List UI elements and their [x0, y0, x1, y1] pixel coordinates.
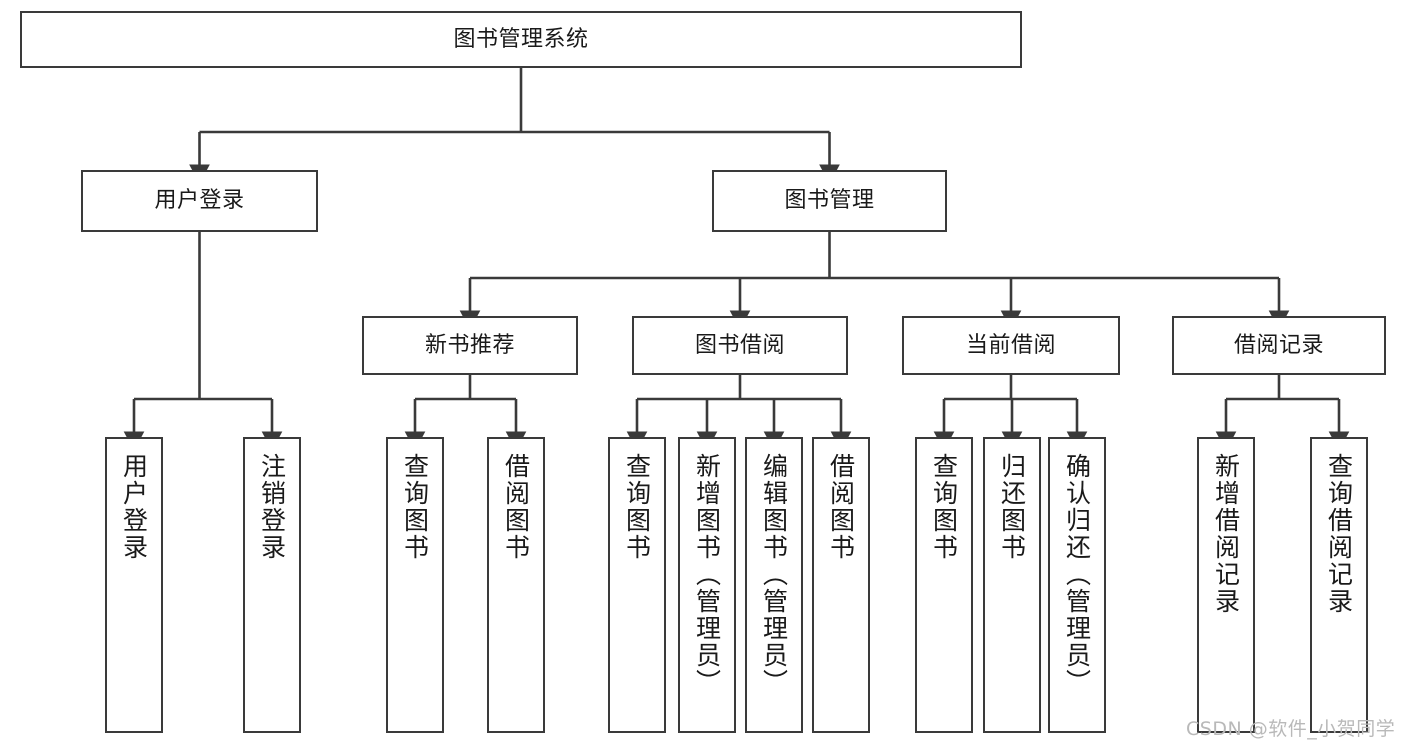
node-leaf7[interactable]: 编辑图书（管理员）: [745, 437, 803, 733]
node-leaf8[interactable]: 借阅图书: [812, 437, 870, 733]
node-label: 新增借阅记录: [1211, 453, 1241, 615]
node-leaf4[interactable]: 借阅图书: [487, 437, 545, 733]
node-label: 查询图书: [400, 453, 430, 561]
node-l2c[interactable]: 当前借阅: [902, 316, 1120, 375]
node-leaf3[interactable]: 查询图书: [386, 437, 444, 733]
node-label: 用户登录: [119, 453, 149, 561]
node-label: 当前借阅: [965, 332, 1056, 358]
node-label: 新增图书（管理员）: [692, 453, 722, 696]
node-label: 注销登录: [257, 453, 287, 561]
node-l2b[interactable]: 图书借阅: [632, 316, 848, 375]
node-leaf1[interactable]: 用户登录: [105, 437, 163, 733]
node-label: 用户登录: [154, 188, 245, 214]
node-leaf2[interactable]: 注销登录: [243, 437, 301, 733]
node-label: 借阅图书: [501, 453, 531, 561]
node-label: 图书管理系统: [453, 26, 589, 52]
node-label: 新书推荐: [424, 332, 515, 358]
node-label: 确认归还（管理员）: [1062, 453, 1092, 696]
node-leaf11[interactable]: 确认归还（管理员）: [1048, 437, 1106, 733]
node-l2d[interactable]: 借阅记录: [1172, 316, 1386, 375]
node-label: 借阅图书: [826, 453, 856, 561]
node-label: 查询图书: [622, 453, 652, 561]
node-l2a[interactable]: 新书推荐: [362, 316, 578, 375]
node-label: 查询借阅记录: [1324, 453, 1354, 615]
node-label: 借阅记录: [1233, 332, 1324, 358]
node-label: 归还图书: [997, 453, 1027, 561]
node-leaf9[interactable]: 查询图书: [915, 437, 973, 733]
node-leaf12[interactable]: 新增借阅记录: [1197, 437, 1255, 733]
node-leaf10[interactable]: 归还图书: [983, 437, 1041, 733]
node-label: 查询图书: [929, 453, 959, 561]
node-leaf5[interactable]: 查询图书: [608, 437, 666, 733]
node-label: 图书借阅: [694, 332, 785, 358]
node-root[interactable]: 图书管理系统: [20, 11, 1022, 68]
node-label: 图书管理: [784, 188, 875, 214]
node-l1a[interactable]: 用户登录: [81, 170, 318, 232]
node-leaf6[interactable]: 新增图书（管理员）: [678, 437, 736, 733]
csdn-watermark: CSDN @软件_小贺同学: [1186, 718, 1396, 740]
node-l1b[interactable]: 图书管理: [712, 170, 947, 232]
node-label: 编辑图书（管理员）: [759, 453, 789, 696]
node-leaf13[interactable]: 查询借阅记录: [1310, 437, 1368, 733]
